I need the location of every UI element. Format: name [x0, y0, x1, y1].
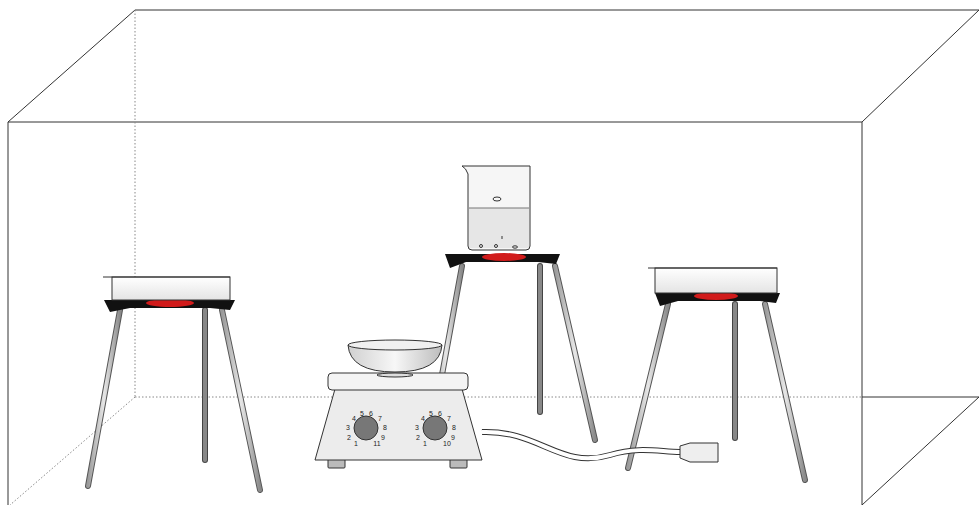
- dial-number: 3: [346, 424, 350, 431]
- dial-number: 3: [415, 424, 419, 431]
- dial-number: 10: [443, 440, 451, 447]
- tripod-left: [88, 277, 260, 490]
- dial-number: 5: [429, 410, 433, 417]
- hotplate-stirrer: [315, 340, 718, 468]
- room-outline: [8, 10, 979, 505]
- dial-number: 9: [451, 434, 455, 441]
- dial-number: 7: [447, 415, 451, 422]
- dial-number: 6: [438, 410, 442, 417]
- dial-number: 2: [416, 434, 420, 441]
- room-back-edges: [10, 10, 862, 505]
- dial-number: 7: [378, 415, 382, 422]
- dial-number: 1: [423, 440, 427, 447]
- dial-number: 11: [373, 440, 380, 447]
- dial-number: 8: [452, 424, 456, 431]
- dial-number: 4: [421, 415, 425, 422]
- dial-number: 6: [369, 410, 373, 417]
- dial-number: 8: [383, 424, 387, 431]
- dial-number: 1: [354, 440, 358, 447]
- dial-number: 4: [352, 415, 356, 422]
- dial-number: 5: [360, 410, 364, 417]
- dial-number: 2: [347, 434, 351, 441]
- dial-number: 9: [381, 434, 385, 441]
